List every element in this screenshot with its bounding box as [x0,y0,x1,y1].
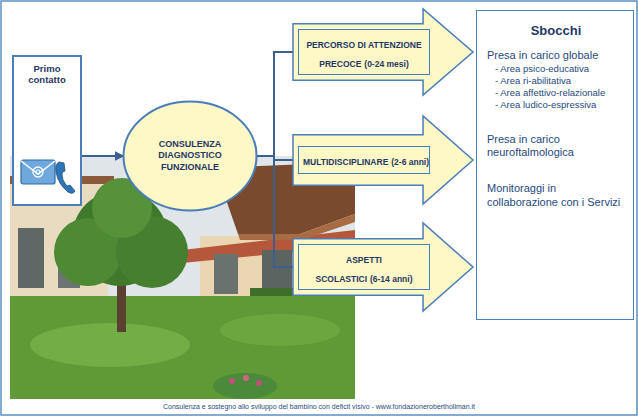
age-range: (2-6 anni) [391,157,429,167]
arrow-outline [293,9,473,95]
block-arrow: MULTIDISCIPLINARE(2-6 anni) [292,115,474,205]
flower [243,375,249,381]
node-label: CONSULENZA DIAGNOSTICO FUNZIONALE [143,139,238,173]
age-range: (0-24 mesi) [364,59,408,69]
age-range: (6-14 anni) [370,274,413,284]
caption: Consulenza e sostegno allo sviluppo del … [0,402,638,411]
node-label: Primo contatto [18,63,76,86]
list-item: - Area affettivo-relazionale [495,87,625,99]
envelope [21,160,55,184]
stage-name: MULTIDISCIPLINARE [303,157,388,167]
block-arrow: PERCORSO DI ATTENZIONE PRECOCE(0-24 mesi… [292,8,474,96]
at-sign [33,167,43,177]
connector [257,52,294,156]
ellipse-text: CONSULENZA DIAGNOSTICO FUNZIONALE [143,139,238,173]
list-item: - Area ludico-espressiva [495,99,625,111]
start-box: Primo contatto [12,55,82,206]
list-item: - Area ri-abilitativa [495,75,625,87]
box-heading: Sbocchi [487,23,625,39]
label-box: ASPETTI SCOLASTICI(6-14 anni) [298,244,430,290]
window [214,254,238,294]
lawn-light [30,323,190,367]
at-sign [36,170,40,174]
box-text: Presa in carico globale [487,49,625,63]
list-item: - Area psico-educativa [495,63,625,75]
ellipse-outline [124,102,257,211]
contact-icon [19,152,75,198]
connector [82,155,124,157]
process-ellipse: CONSULENZA DIAGNOSTICO FUNZIONALE [122,100,258,212]
outcome-box: SbocchiPresa in carico globale- Area psi… [476,10,634,320]
flower [256,380,262,386]
connector [257,156,294,267]
arrow-outline [293,223,473,311]
flower-bush [213,373,277,399]
window [262,250,292,294]
lawn [10,296,355,399]
flower [229,378,235,384]
label-box: MULTIDISCIPLINARE(2-6 anni) [298,146,430,173]
window [18,228,44,288]
arrow-outline [293,116,473,204]
porch-roof-edge [238,214,355,240]
lawn-light [220,314,340,346]
box-text: Presa in carico neuroftalmologica [487,133,625,161]
block-arrow: ASPETTI SCOLASTICI(6-14 anni) [292,222,474,312]
phone-handset [56,162,75,193]
box-text: Monitoraggi in collaborazione con i Serv… [487,182,625,210]
label-box: PERCORSO DI ATTENZIONE PRECOCE(0-24 mesi… [298,29,430,75]
